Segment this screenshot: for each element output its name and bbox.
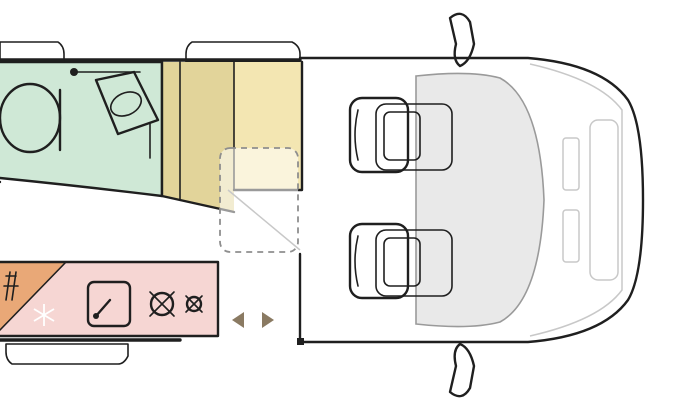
driver-seat (348, 96, 453, 174)
bathroom (0, 60, 164, 198)
tap-dot (70, 68, 78, 76)
window-rear-top (0, 41, 65, 63)
entry-wall (0, 180, 302, 344)
fridge (0, 261, 67, 336)
bathroom-floor (0, 62, 162, 196)
washbasin-icon (94, 70, 160, 136)
cab-glass (415, 72, 545, 328)
sink-icon (86, 280, 132, 328)
wardrobe (160, 60, 304, 253)
passenger-seat (348, 222, 453, 300)
kitchen-counter (66, 262, 218, 336)
cab-dashboard (529, 63, 623, 337)
door-corner (297, 338, 304, 345)
sliding-door-arrows-icon (232, 312, 274, 328)
cab-vent-top (562, 137, 580, 191)
snowflake-icon (33, 304, 55, 326)
window-bottom (5, 343, 129, 365)
cab (298, 12, 645, 398)
mirror-bottom-icon (448, 342, 476, 398)
cab-vent-bottom (562, 209, 580, 263)
cab-outline (298, 56, 645, 344)
mirror-top-icon (448, 12, 476, 68)
cab-dash-panel (589, 119, 619, 281)
grill-icon (3, 271, 19, 301)
kitchen (0, 260, 220, 365)
top-wall (0, 41, 302, 63)
gas-burner-icon (149, 291, 203, 317)
foldout-dashed (219, 147, 299, 253)
